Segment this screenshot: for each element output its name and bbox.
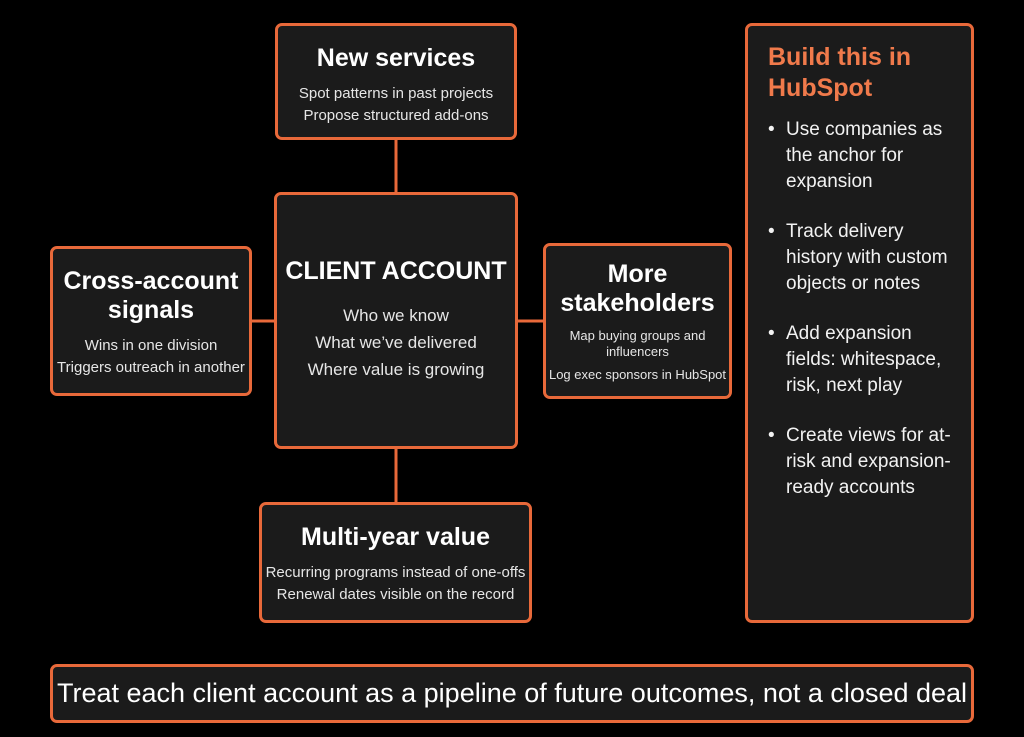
node-title: More stakeholders <box>546 260 729 318</box>
panel-bullet-text: Create views for at-risk and expansion-r… <box>786 425 951 499</box>
node-line: Spot patterns in past projects <box>298 84 494 102</box>
node-title-line: signals <box>107 295 195 324</box>
bullet-icon: • <box>768 119 775 140</box>
node-line: Where value is growing <box>307 360 485 380</box>
node-title: CLIENT ACCOUNT <box>285 257 507 285</box>
bullet-icon: • <box>768 425 775 447</box>
node-line: Who we know <box>343 305 449 325</box>
bullet-icon: • <box>768 323 775 345</box>
node-title: Multi-year value <box>301 523 490 551</box>
panel-bullet-list: • Use companies as the anchor for expans… <box>768 117 961 501</box>
node-title-line: More <box>607 260 668 288</box>
panel-title-line: HubSpot <box>768 73 873 102</box>
panel-bullet-item: • Track delivery history with custom obj… <box>768 219 961 297</box>
panel-bullet-text: Add expansion fields: whitespace, risk, … <box>786 323 942 397</box>
node-client-account: CLIENT ACCOUNT Who we know What we’ve de… <box>274 192 518 449</box>
node-cross-account-signals: Cross-account signals Wins in one divisi… <box>50 246 252 396</box>
node-line: What we’ve delivered <box>315 332 477 352</box>
node-line: Log exec sponsors in HubSpot <box>548 367 727 383</box>
node-multi-year-value: Multi-year value Recurring programs inst… <box>259 502 532 623</box>
node-line: Wins in one division <box>84 336 218 354</box>
hubspot-panel: Build this in HubSpot • Use companies as… <box>745 23 974 623</box>
node-line: Renewal dates visible on the record <box>276 586 515 604</box>
node-line: Map buying groups and influencers <box>569 327 706 360</box>
panel-bullet-text: Track delivery history with custom objec… <box>786 221 948 295</box>
panel-bullet-item: • Add expansion fields: whitespace, risk… <box>768 321 961 399</box>
banner-text: Treat each client account as a pipeline … <box>56 678 968 708</box>
panel-bullet-item: • Create views for at-risk and expansion… <box>768 423 961 501</box>
node-title-line: Cross-account <box>63 267 239 295</box>
node-title: New services <box>316 44 476 72</box>
panel-bullet-text: Use companies as the anchor for expansio… <box>786 119 943 193</box>
node-title-line: stakeholders <box>560 288 715 317</box>
node-line: Triggers outreach in another <box>57 359 245 376</box>
panel-title-line: Build this in <box>768 43 912 71</box>
bullet-icon: • <box>768 221 775 243</box>
node-line: Propose structured add-ons <box>303 107 489 125</box>
panel-bullet-item: • Use companies as the anchor for expans… <box>768 117 961 195</box>
node-title: Cross-account signals <box>53 267 249 325</box>
panel-title: Build this in HubSpot <box>768 42 961 103</box>
node-more-stakeholders: More stakeholders Map buying groups and … <box>543 243 732 399</box>
takeaway-banner: Treat each client account as a pipeline … <box>50 664 974 723</box>
node-new-services: New services Spot patterns in past proje… <box>275 23 517 140</box>
node-line: Recurring programs instead of one-offs <box>265 563 526 581</box>
